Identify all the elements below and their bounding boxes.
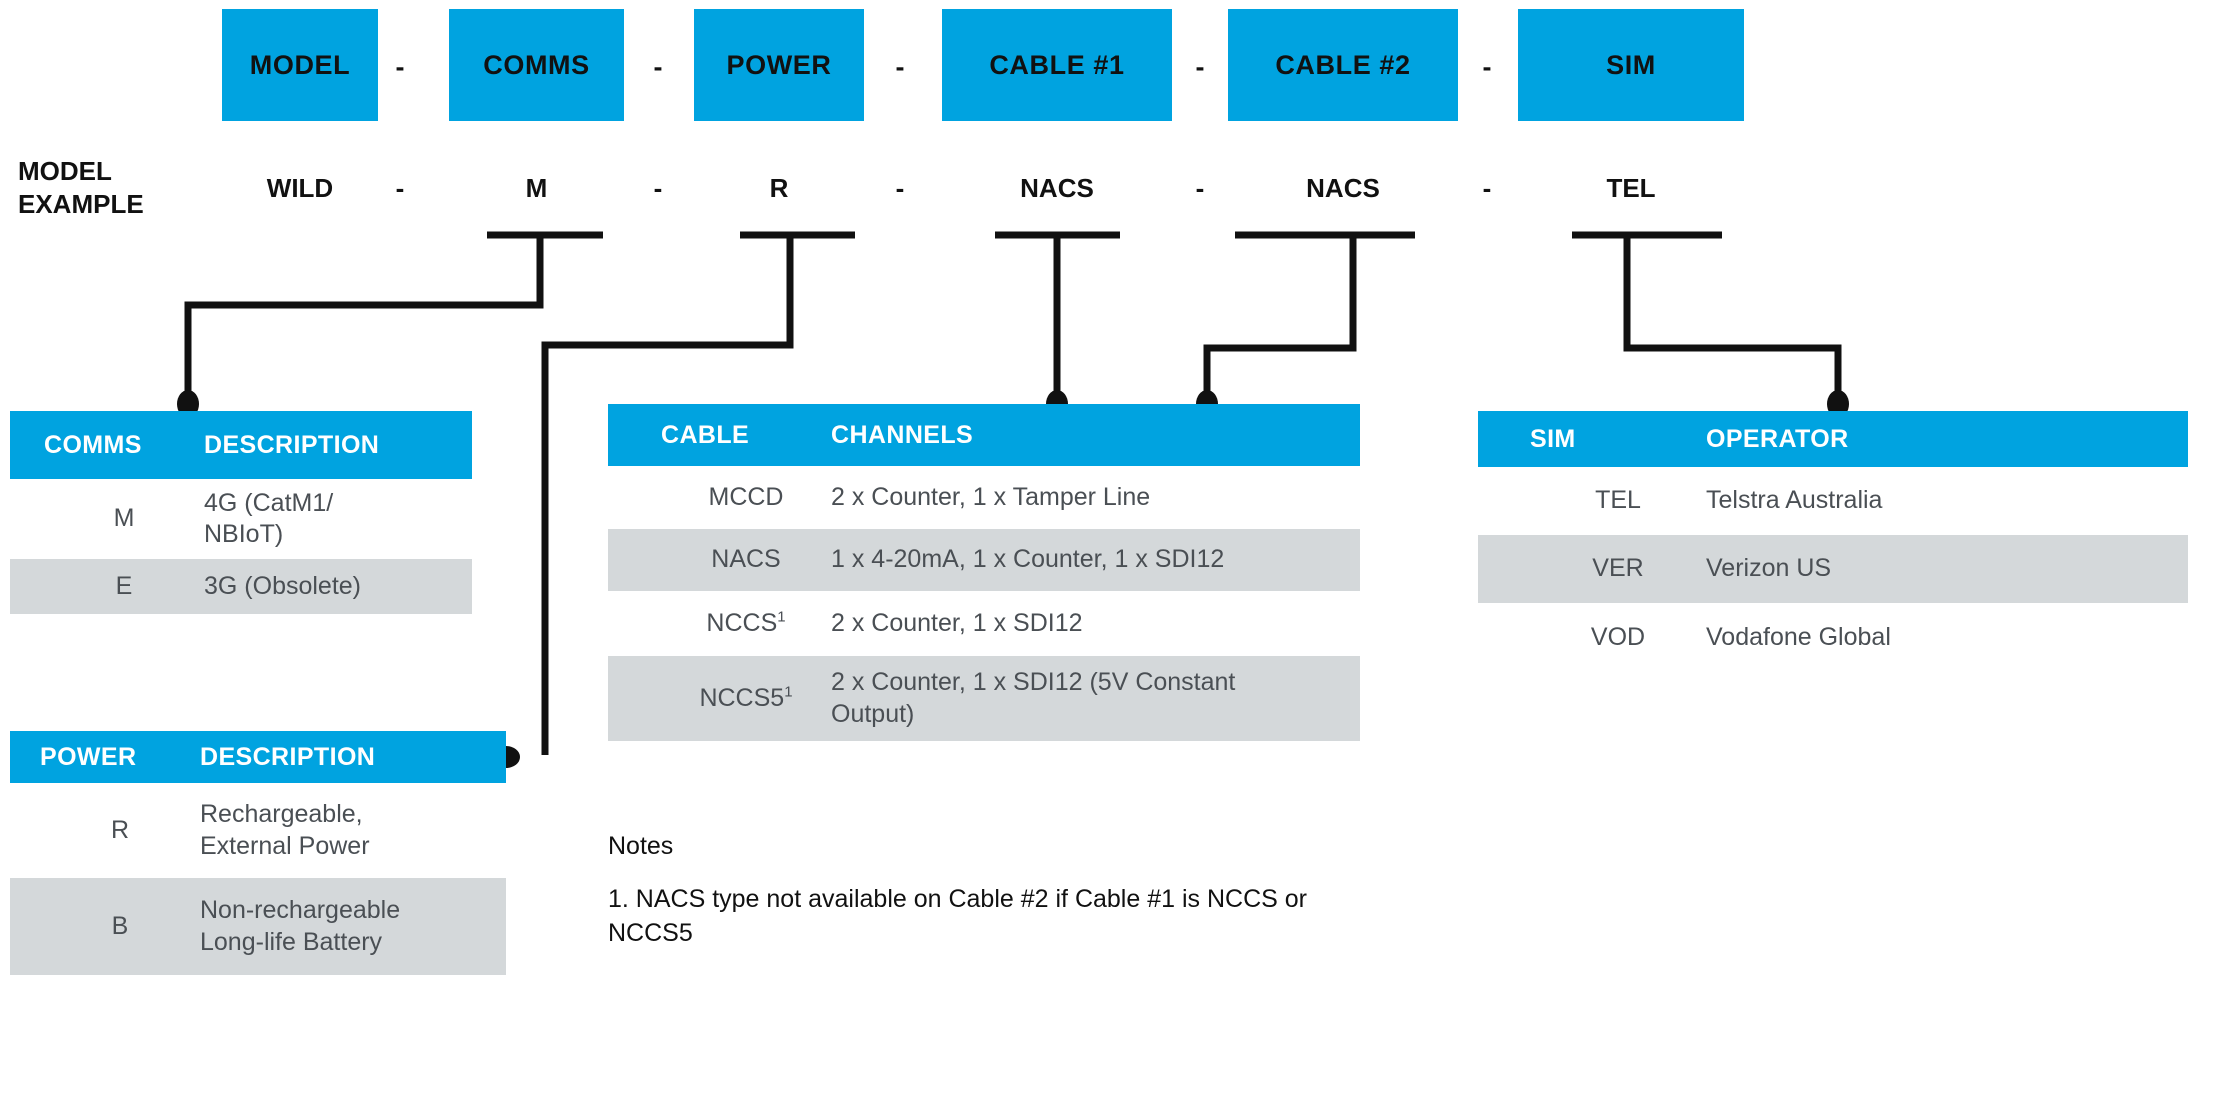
table-sim: SIM OPERATOR TEL Telstra Australia VER V… <box>1478 411 2188 673</box>
code-box-power-label: POWER <box>726 49 832 80</box>
table-comms-cell-key: M <box>113 504 135 533</box>
code-box-model[interactable]: MODEL <box>222 9 378 121</box>
table-row: M 4G (CatM1/ NBIoT) <box>10 479 472 559</box>
model-example-value-sim: TEL <box>1606 173 1656 203</box>
notes-item: 1. NACS type not available on Cable #2 i… <box>608 885 1307 947</box>
table-power-cell-key: B <box>111 911 129 940</box>
code-separator-5: - <box>1482 52 1492 82</box>
table-sim-cell-desc: Telstra Australia <box>1706 486 1883 515</box>
table-power-cell-key: R <box>110 815 130 844</box>
table-cable-cell-key-footnote: 1 <box>784 683 793 701</box>
table-row: R Rechargeable, External Power <box>10 783 506 878</box>
table-cable-cell-key-text: NACS <box>711 545 781 574</box>
table-sim-header: SIM OPERATOR <box>1478 411 2188 467</box>
table-comms-cell-desc: 3G (Obsolete) <box>204 571 362 600</box>
model-example-separator-3: - <box>895 173 905 203</box>
table-cable-cell-key: NCCS51 <box>661 683 831 714</box>
table-comms-cell-desc: 4G (CatM1/ NBIoT) <box>204 488 334 548</box>
code-box-model-label: MODEL <box>249 49 351 80</box>
lead-cable2 <box>1203 235 1357 404</box>
model-example-title-line1: MODEL <box>18 156 112 186</box>
code-box-cable2[interactable]: CABLE #2 <box>1228 9 1458 121</box>
code-box-cable1-label: CABLE #1 <box>989 49 1125 80</box>
table-row: MCCD 2 x Counter, 1 x Tamper Line <box>608 466 1360 529</box>
code-separator-4: - <box>1195 52 1205 82</box>
table-sim-header-key: SIM <box>1530 424 1576 453</box>
table-cable-cell-key: NACS <box>661 544 831 575</box>
table-power-header-key: POWER <box>40 742 137 771</box>
model-example-value-comms: M <box>525 173 548 203</box>
code-box-power[interactable]: POWER <box>694 9 864 121</box>
table-power-cell-desc: Rechargeable, External Power <box>200 800 370 860</box>
table-sim-header-desc: OPERATOR <box>1706 424 1849 453</box>
code-box-cable1[interactable]: CABLE #1 <box>942 9 1172 121</box>
table-cable-header-key: CABLE <box>661 420 750 449</box>
table-cable: CABLE CHANNELS MCCD 2 x Counter, 1 x Tam… <box>608 404 1360 741</box>
table-cable-cell-desc: 2 x Counter, 1 x SDI12 (5V Constant Outp… <box>831 668 1236 728</box>
model-example-title-line2: EXAMPLE <box>18 189 144 220</box>
model-example-separator-5: - <box>1482 173 1492 203</box>
model-example-title: MODEL EXAMPLE <box>18 155 238 222</box>
lead-comms <box>184 235 544 400</box>
table-cable-cell-desc: 2 x Counter, 1 x Tamper Line <box>831 482 1151 511</box>
table-cable-cell-key-text: MCCD <box>708 482 784 511</box>
table-row: VER Verizon US <box>1478 535 2188 603</box>
code-separator-3: - <box>895 52 905 82</box>
table-power-header: POWER DESCRIPTION <box>10 731 506 783</box>
table-power-cell-desc: Non-rechargeable Long-life Battery <box>200 896 401 956</box>
table-comms: COMMS DESCRIPTION M 4G (CatM1/ NBIoT) E … <box>10 411 472 614</box>
table-sim-cell-key: VOD <box>1590 623 1646 652</box>
table-comms-header-key: COMMS <box>44 430 142 459</box>
code-box-cable2-label: CABLE #2 <box>1275 49 1411 80</box>
table-row: B Non-rechargeable Long-life Battery <box>10 878 506 975</box>
table-row: TEL Telstra Australia <box>1478 467 2188 535</box>
code-box-comms-label: COMMS <box>483 49 590 80</box>
notes-block: Notes 1. NACS type not available on Cabl… <box>608 832 1368 951</box>
code-box-sim[interactable]: SIM <box>1518 9 1744 121</box>
code-separator-2: - <box>653 52 663 82</box>
table-cable-header: CABLE CHANNELS <box>608 404 1360 466</box>
table-cable-cell-key: MCCD <box>661 482 831 513</box>
table-cable-cell-key-footnote: 1 <box>777 608 786 626</box>
model-example-value-cable1: NACS <box>1020 173 1094 203</box>
table-row: E 3G (Obsolete) <box>10 559 472 614</box>
table-comms-cell-key: E <box>115 571 133 600</box>
notes-title: Notes <box>608 832 674 860</box>
table-cable-cell-key-text: NCCS <box>706 608 778 637</box>
table-sim-cell-key: VER <box>1592 554 1644 583</box>
table-cable-cell-key-text: NCCS5 <box>699 683 785 712</box>
code-box-comms[interactable]: COMMS <box>449 9 624 121</box>
table-power-header-desc: DESCRIPTION <box>200 742 376 771</box>
table-cable-cell-desc: 1 x 4-20mA, 1 x Counter, 1 x SDI12 <box>831 545 1225 574</box>
table-comms-header: COMMS DESCRIPTION <box>10 411 472 479</box>
table-comms-header-desc: DESCRIPTION <box>204 430 380 459</box>
model-example-separator-2: - <box>653 173 663 203</box>
table-row: NCCS51 2 x Counter, 1 x SDI12 (5V Consta… <box>608 656 1360 741</box>
table-cable-cell-key: NCCS1 <box>661 608 831 639</box>
table-cable-header-desc: CHANNELS <box>831 420 974 449</box>
table-cable-cell-desc: 2 x Counter, 1 x SDI12 <box>831 608 1083 637</box>
table-row: VOD Vodafone Global <box>1478 603 2188 673</box>
table-sim-cell-desc: Vodafone Global <box>1706 623 1891 652</box>
code-box-sim-label: SIM <box>1606 49 1656 80</box>
table-sim-cell-desc: Verizon US <box>1706 554 1832 583</box>
table-row: NCCS1 2 x Counter, 1 x SDI12 <box>608 591 1360 656</box>
table-row: NACS 1 x 4-20mA, 1 x Counter, 1 x SDI12 <box>608 529 1360 591</box>
table-power: POWER DESCRIPTION R Rechargeable, Extern… <box>10 731 506 975</box>
lead-sim <box>1623 235 1842 404</box>
table-sim-cell-key: TEL <box>1595 486 1641 515</box>
model-example-value-model: WILD <box>266 173 334 203</box>
model-example-separator-1: - <box>395 173 405 203</box>
model-example-separator-4: - <box>1195 173 1205 203</box>
model-example-value-power: R <box>769 173 789 203</box>
code-separator-1: - <box>395 52 405 82</box>
model-example-value-cable2: NACS <box>1306 173 1380 203</box>
